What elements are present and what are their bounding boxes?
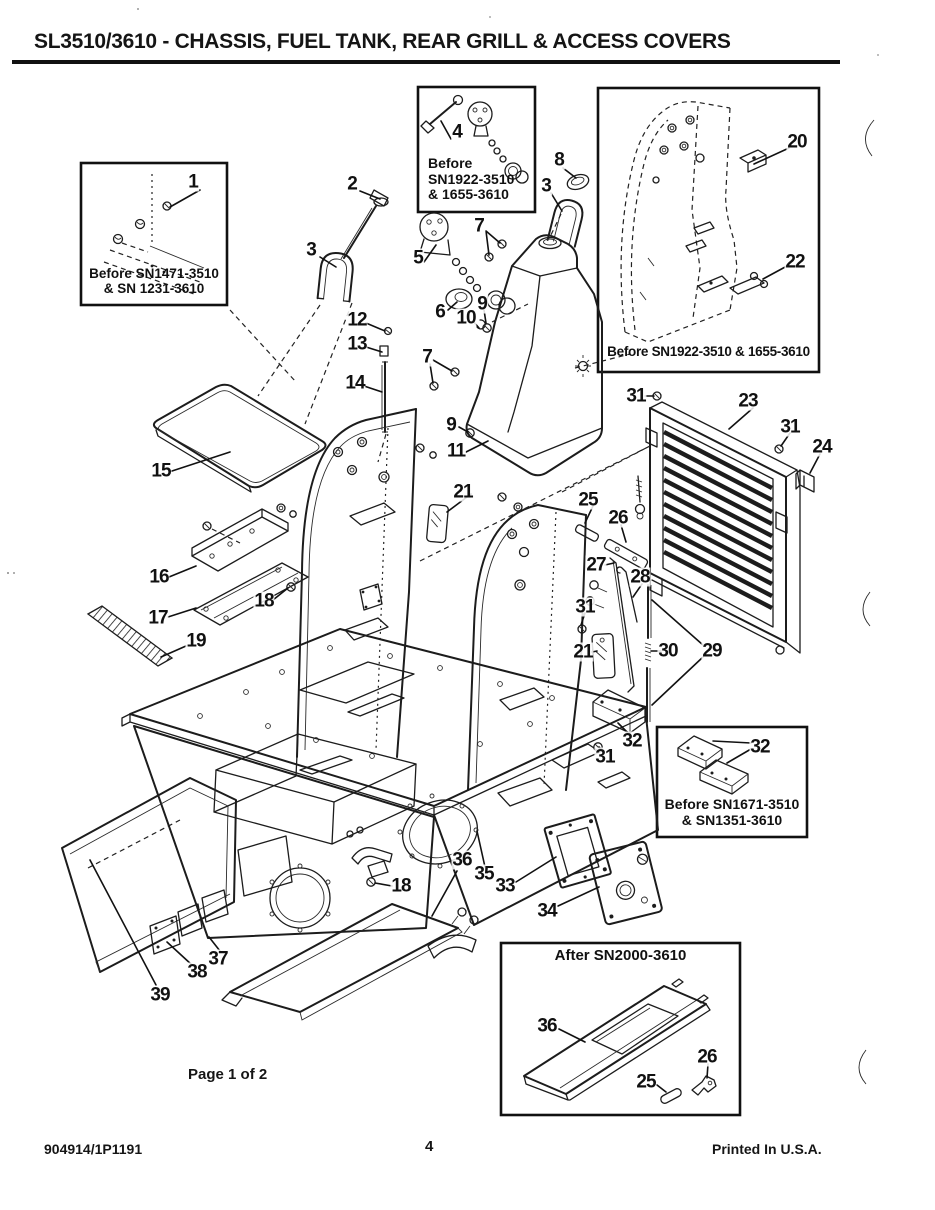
inset-caption-sn1471: Before SN1471-3510 & SN 1231-3610 (81, 266, 227, 296)
callout-18: 18 (253, 590, 275, 612)
caption-line: Before SN1471-3510 (89, 266, 219, 281)
callout-34: 34 (536, 900, 558, 922)
callout-11: 11 (445, 440, 466, 462)
page-title: SL3510/3610 - CHASSIS, FUEL TANK, REAR G… (34, 30, 731, 53)
footer-printed-in: Printed In U.S.A. (712, 1141, 822, 1157)
callout-8: 8 (553, 149, 565, 171)
callout-24: 24 (811, 436, 833, 458)
inset-caption-sn2000: After SN2000-3610 (501, 947, 740, 965)
callout-36: 36 (536, 1015, 558, 1037)
callout-19: 19 (185, 630, 207, 652)
callout-32: 32 (749, 736, 771, 758)
inset-sn1471-drawing (103, 174, 205, 295)
access-cover-parts-drawing (543, 813, 663, 926)
callout-15: 15 (150, 460, 172, 482)
callout-26: 26 (696, 1046, 718, 1068)
callout-14: 14 (344, 372, 366, 394)
footer-page-number: 4 (425, 1138, 434, 1155)
callout-7: 7 (473, 215, 485, 237)
fuel-tank-drawing (465, 234, 631, 477)
callout-31: 31 (574, 596, 596, 618)
scan-marks (7, 8, 879, 1085)
callout-2: 2 (346, 173, 358, 195)
inset-sn1922-small-drawing (420, 94, 529, 184)
callout-21: 21 (452, 481, 474, 503)
page-number-label: Page 1 of 2 (188, 1066, 268, 1083)
caption-line: Before (428, 155, 473, 171)
callout-38: 38 (186, 961, 208, 983)
seat-plate-and-brackets-drawing (86, 383, 327, 667)
callout-26: 26 (607, 507, 629, 529)
inset-caption-sn1922-small: Before SN1922-3510 & 1655-3610 (428, 155, 515, 203)
chassis-drawing (61, 628, 659, 1021)
callout-23: 23 (737, 390, 759, 412)
caption-line: Before SN1922-3510 & 1655-3610 (607, 344, 810, 359)
callout-32: 32 (621, 730, 643, 752)
callout-25: 25 (577, 489, 599, 511)
callout-33: 33 (494, 875, 516, 897)
callout-30: 30 (657, 640, 679, 662)
inset-sn1671-drawing (677, 735, 749, 795)
callout-20: 20 (786, 131, 808, 153)
callout-17: 17 (147, 607, 169, 629)
callout-3: 3 (305, 239, 317, 261)
caption-line: & 1655-3610 (428, 186, 509, 203)
callout-22: 22 (784, 251, 806, 273)
callout-36: 36 (451, 849, 473, 871)
callout-7: 7 (421, 346, 433, 368)
footer-part-number: 904914/1P1191 (44, 1141, 143, 1157)
callout-9: 9 (445, 414, 457, 436)
callout-13: 13 (346, 333, 368, 355)
callout-31: 31 (594, 746, 616, 768)
callout-9: 9 (476, 293, 488, 315)
callout-27: 27 (585, 554, 607, 576)
callout-12: 12 (346, 309, 368, 331)
callout-31: 31 (625, 385, 647, 407)
caption-line: & SN 1231-3610 (103, 281, 205, 297)
callout-29: 29 (701, 640, 723, 662)
callout-10: 10 (455, 307, 477, 329)
title-rule (12, 60, 840, 64)
rear-grill-drawing (574, 391, 815, 752)
callout-21: 21 (572, 641, 594, 663)
caption-line: Before SN1671-3510 (664, 796, 800, 812)
inset-sn2000-drawing (523, 978, 717, 1104)
callout-6: 6 (434, 301, 446, 323)
callout-1: 1 (187, 171, 199, 193)
caption-line: After SN2000-3610 (554, 947, 687, 964)
inset-caption-sn1922-large: Before SN1922-3510 & 1655-3610 (598, 344, 819, 359)
callout-35: 35 (473, 863, 495, 885)
callout-5: 5 (412, 247, 424, 269)
callout-31: 31 (779, 416, 801, 438)
caption-line: & SN1351-3610 (681, 811, 783, 828)
inset-sn1922-large-drawing (620, 101, 769, 343)
fuel-sender-parts-drawing (316, 173, 590, 438)
callout-4: 4 (451, 121, 463, 143)
callout-18: 18 (390, 875, 412, 897)
callout-25: 25 (635, 1071, 657, 1093)
callout-28: 28 (629, 566, 651, 588)
caption-line: SN1922-3510 (428, 170, 515, 187)
assembly-dashed-lines (229, 213, 651, 562)
callout-37: 37 (207, 948, 229, 970)
inset-borders (79, 85, 821, 1117)
callout-16: 16 (148, 566, 170, 588)
callout-39: 39 (149, 984, 171, 1006)
callout-3: 3 (540, 175, 552, 197)
inset-caption-sn1671: Before SN1671-3510 & SN1351-3610 (657, 796, 807, 828)
